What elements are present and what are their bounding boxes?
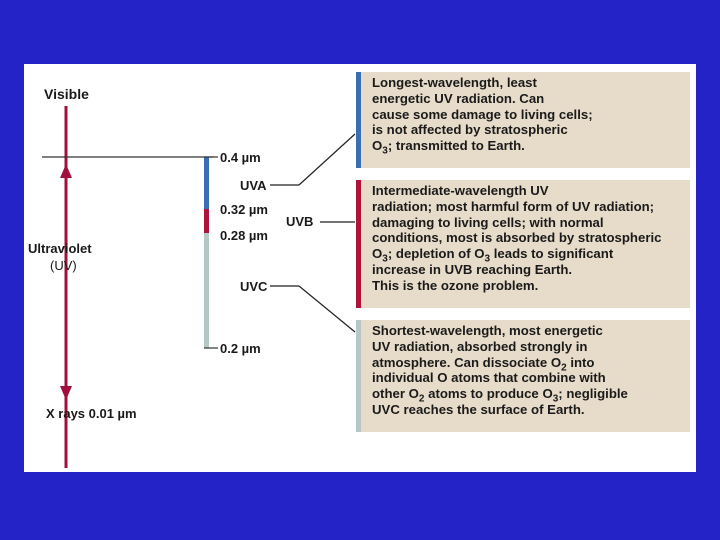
diagram-lines <box>42 106 356 468</box>
uv-abbrev-label: (UV) <box>50 258 77 273</box>
description-line: O3; depletion of O3 leads to significant <box>372 246 614 265</box>
uvc-color-bar <box>356 320 361 432</box>
ultraviolet-label: Ultraviolet <box>28 241 92 256</box>
description-line: is not affected by stratospheric <box>372 122 568 138</box>
description-line: atmosphere. Can dissociate O2 into <box>372 354 595 374</box>
wavelength-032-label: 0.32 µm <box>220 202 268 217</box>
description-line: energetic UV radiation. Can <box>372 90 545 106</box>
description-line: increase in UVB reaching Earth. <box>372 261 573 277</box>
description-line: radiation; most harmful form of UV radia… <box>372 198 655 214</box>
description-line: other O2 atoms to produce O3; negligible <box>372 386 628 405</box>
description-line: UV radiation, absorbed strongly in <box>372 338 588 354</box>
description-line: Intermediate-wavelength UV <box>372 183 549 198</box>
wavelength-04-label: 0.4 µm <box>220 150 261 165</box>
xrays-label: X rays 0.01 µm <box>46 406 137 421</box>
description-line: Shortest-wavelength, most energetic <box>372 323 603 338</box>
uvc-band <box>204 233 209 348</box>
description-line: O3; transmitted to Earth. <box>372 138 525 157</box>
description-line: damaging to living cells; with normal <box>372 214 604 230</box>
uva-band <box>204 157 209 209</box>
diagram-slide: Visible Ultraviolet (UV) X rays 0.01 µm … <box>24 64 696 472</box>
arrow-down-icon <box>60 386 72 400</box>
uvc-label: UVC <box>240 279 268 294</box>
uvb-band <box>204 209 209 233</box>
description-line: individual O atoms that combine with <box>372 370 606 386</box>
description-line: Longest-wavelength, least <box>372 75 537 90</box>
uva-label: UVA <box>240 178 267 193</box>
uvb-color-bar <box>356 180 361 308</box>
arrow-up-icon <box>60 164 72 178</box>
description-line: cause some damage to living cells; <box>372 106 593 122</box>
uvb-label: UVB <box>286 214 314 229</box>
uva-connector-diagonal <box>298 133 356 186</box>
uvc-connector-diagonal <box>298 285 356 333</box>
description-line: UVC reaches the surface of Earth. <box>372 401 585 417</box>
wavelength-02-label: 0.2 µm <box>220 341 261 356</box>
wavelength-028-label: 0.28 µm <box>220 228 268 243</box>
uva-color-bar <box>356 72 361 168</box>
visible-label: Visible <box>44 86 89 102</box>
description-line: This is the ozone problem. <box>372 277 539 293</box>
description-line: conditions, most is absorbed by stratosp… <box>372 230 662 246</box>
